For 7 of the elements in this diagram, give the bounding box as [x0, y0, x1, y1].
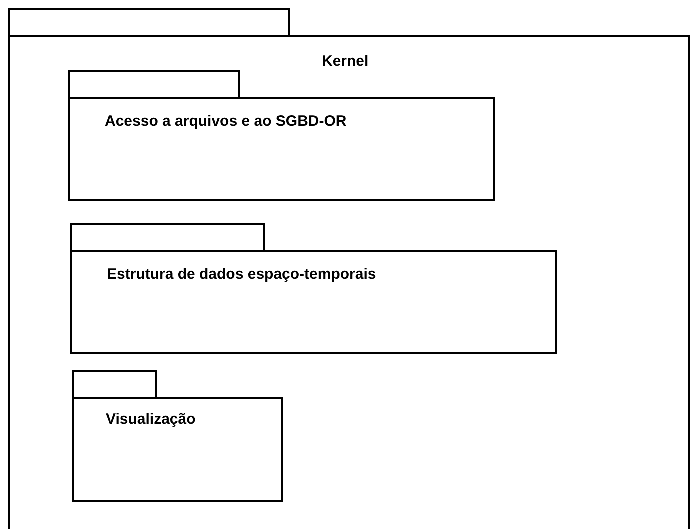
package-name: Estrutura de dados espaço-temporais [107, 266, 376, 283]
package-name: Kernel [322, 53, 369, 70]
package-box [68, 70, 495, 201]
package-name: Visualização [106, 411, 196, 428]
package-box [8, 8, 690, 529]
package-name: Acesso a arquivos e ao SGBD-OR [105, 113, 347, 130]
package-box [70, 223, 557, 354]
